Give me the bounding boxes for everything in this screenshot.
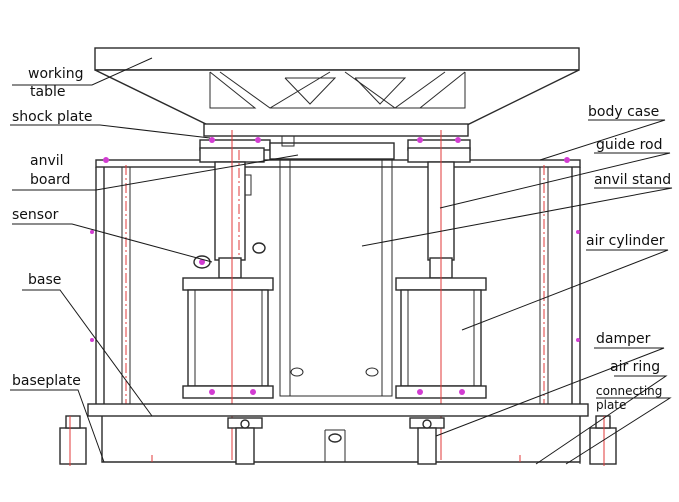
label-anvil-board-2: board (30, 172, 70, 188)
label-air-cylinder: air cylinder (586, 233, 665, 249)
label-anvil-board-1: anvil (30, 153, 64, 169)
label-base: base (28, 272, 61, 288)
label-damper: damper (596, 331, 651, 347)
label-air-ring: air ring (610, 359, 660, 375)
sensor (193, 242, 266, 269)
label-sensor: sensor (12, 207, 59, 223)
label-working-table-1: working (28, 66, 84, 82)
label-connecting-plate-1: connecting (596, 384, 662, 398)
label-connecting-plate-2: plate (596, 398, 626, 412)
label-guide-rod: guide rod (596, 137, 663, 153)
label-shock-plate: shock plate (12, 109, 92, 125)
connecting-plate (59, 415, 617, 466)
label-baseplate: baseplate (12, 373, 81, 389)
body-case (95, 157, 581, 404)
guide-rods (90, 165, 580, 406)
damper (227, 417, 445, 465)
labels: working table shock plate anvil board se… (12, 66, 671, 412)
working-table (94, 47, 580, 137)
label-working-table-2: table (30, 84, 65, 100)
anvil-board (269, 135, 395, 160)
base (87, 403, 589, 463)
left-air-cylinder (182, 130, 274, 460)
label-anvil-stand: anvil stand (594, 172, 671, 188)
label-body-case: body case (588, 104, 659, 120)
right-air-cylinder (395, 130, 487, 460)
leader-lines (10, 57, 673, 465)
anvil-stand (279, 159, 393, 397)
